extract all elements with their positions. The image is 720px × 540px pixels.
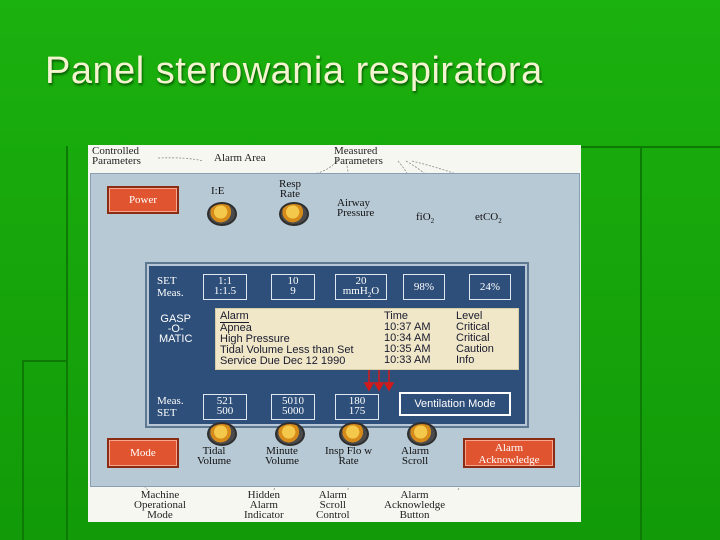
- bottom-meas-row-label: Meas.: [157, 396, 184, 406]
- alarm-scroll-label: Alarm Scroll: [401, 446, 429, 466]
- ie-label: I:E: [211, 186, 224, 196]
- alarm-column: Alarm Apnea High Pressure Tidal Volume L…: [220, 311, 354, 367]
- alarm-acknowledge-button[interactable]: Alarm Acknowledge: [463, 438, 555, 468]
- alarm-row: Service Due Dec 12 1990: [220, 356, 354, 367]
- callout-machine-mode: Machine Operational Mode: [134, 490, 186, 520]
- resp-rate-label: Resp Rate: [279, 179, 301, 199]
- hidden-alarm-arrows-icon: [363, 370, 403, 392]
- meas-row-label: Meas.: [157, 288, 184, 298]
- callout-alarm-acknowledge-button: Alarm Acknowledge Button: [384, 490, 445, 520]
- tidal-volume-knob-icon[interactable]: [207, 422, 237, 446]
- pressure-value-cell: 20 mmH2O: [335, 274, 387, 300]
- tidal-volume-label: Tidal Volume: [197, 446, 231, 466]
- set-row-label: SET: [157, 276, 177, 286]
- ventilator-device: Power I:E Resp Rate Airway Pressure fiO2…: [90, 173, 580, 487]
- minute-volume-knob-icon[interactable]: [275, 422, 305, 446]
- airway-pressure-label: Airway Pressure: [337, 198, 374, 218]
- decorative-line: [640, 146, 642, 540]
- etco2-value-cell: 24%: [469, 274, 511, 300]
- decorative-line: [22, 360, 66, 362]
- callout-alarm-area: Alarm Area: [214, 153, 266, 163]
- ventilation-mode-indicator[interactable]: Ventilation Mode: [399, 392, 511, 416]
- time-column: Time 10:37 AM 10:34 AM 10:35 AM 10:33 AM: [384, 311, 430, 366]
- decorative-line: [22, 360, 24, 540]
- resp-rate-knob-icon[interactable]: [279, 202, 309, 226]
- level-column: Level Critical Critical Caution Info: [456, 311, 494, 366]
- fio2-label: fiO2: [416, 212, 434, 226]
- insp-flow-rate-knob-icon[interactable]: [339, 422, 369, 446]
- minute-volume-label: Minute Volume: [265, 446, 299, 466]
- decorative-line: [580, 146, 720, 148]
- power-button[interactable]: Power: [107, 186, 179, 214]
- callout-controlled-parameters: Controlled Parameters: [92, 146, 141, 166]
- etco2-label: etCO2: [475, 212, 502, 226]
- bottom-set-row-label: SET: [157, 408, 177, 418]
- decorative-line: [66, 146, 68, 540]
- callout-hidden-alarm-indicator: Hidden Alarm Indicator: [244, 490, 284, 520]
- slide-title: Panel sterowania respiratora: [45, 50, 543, 93]
- alarm-list[interactable]: Alarm Apnea High Pressure Tidal Volume L…: [215, 308, 519, 370]
- callout-alarm-scroll-control: Alarm Scroll Control: [316, 490, 350, 520]
- brand-logo: GASP -O- MATIC: [159, 314, 192, 344]
- mode-button[interactable]: Mode: [107, 438, 179, 468]
- alarm-scroll-knob-icon[interactable]: [407, 422, 437, 446]
- ie-knob-icon[interactable]: [207, 202, 237, 226]
- ventilator-panel-figure: Controlled Parameters Alarm Area Measure…: [88, 145, 581, 522]
- fio2-value-cell: 98%: [403, 274, 445, 300]
- callout-measured-parameters: Measured Parameters: [334, 146, 383, 166]
- insp-flow-rate-label: Insp Flo w Rate: [325, 446, 372, 466]
